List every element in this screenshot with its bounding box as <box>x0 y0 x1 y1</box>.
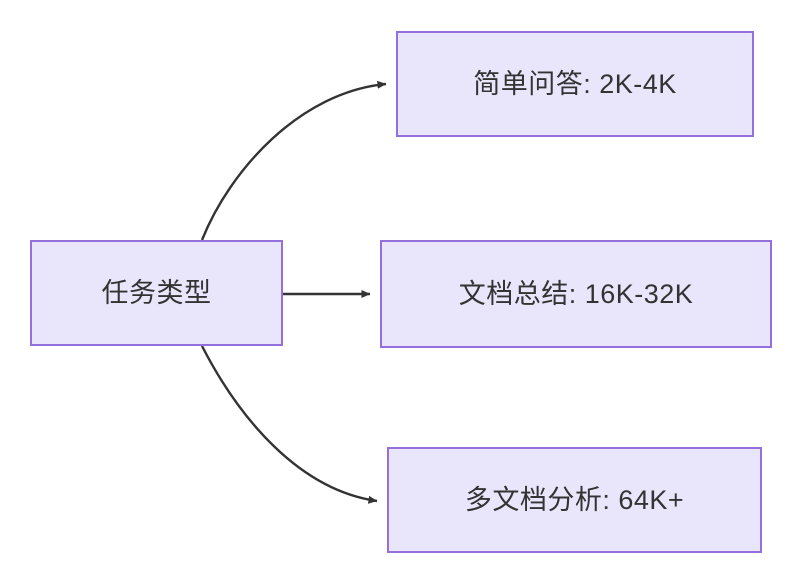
node-doc-summary-label: 文档总结: 16K-32K <box>458 278 694 309</box>
node-simple-qa-label: 简单问答: 2K-4K <box>473 68 677 99</box>
node-multi-doc-analysis[interactable]: 多文档分析: 64K+ <box>387 447 762 553</box>
edge-to-simple-qa <box>200 80 387 241</box>
node-task-type[interactable]: 任务类型 <box>30 240 283 346</box>
node-multi-doc-analysis-label: 多文档分析: 64K+ <box>464 484 685 515</box>
node-simple-qa[interactable]: 简单问答: 2K-4K <box>396 31 754 137</box>
edge-to-multi-doc-analysis <box>200 345 378 504</box>
node-task-type-label: 任务类型 <box>101 277 212 308</box>
node-doc-summary[interactable]: 文档总结: 16K-32K <box>380 240 772 348</box>
